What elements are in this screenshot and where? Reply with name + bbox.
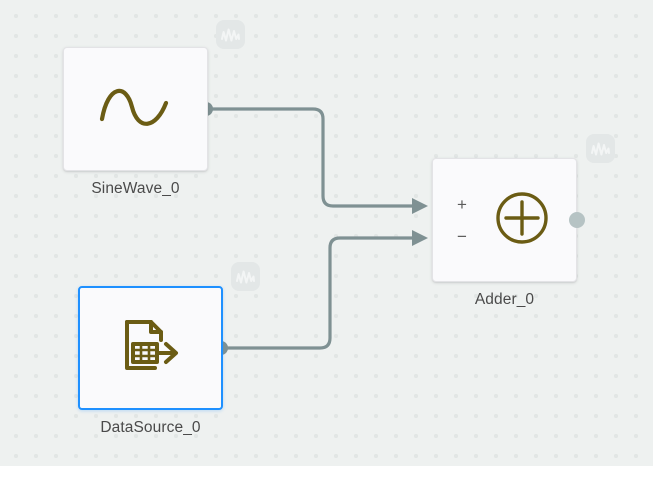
adder-body: + − — [433, 159, 576, 281]
node-label-adder-0: Adder_0 — [474, 291, 535, 308]
input-port-plus-label: + — [457, 194, 467, 214]
scope-wave-icon — [220, 26, 241, 44]
node-label-datasource-0: DataSource_0 — [100, 419, 201, 436]
wire-arrowhead — [412, 230, 428, 246]
scope-badge-sinewave[interactable] — [216, 20, 245, 49]
sine-wave-icon — [98, 77, 174, 142]
adder-output-port[interactable] — [569, 212, 585, 228]
diagram-canvas[interactable]: SineWave_0 DataSource_0 — [0, 0, 653, 466]
input-port-minus-label: − — [457, 226, 467, 246]
scope-wave-icon — [235, 268, 256, 286]
adder-input-labels: + − — [454, 159, 470, 281]
node-adder-0[interactable]: + − — [432, 158, 577, 282]
scope-badge-adder[interactable] — [586, 134, 615, 163]
data-source-icon — [121, 318, 181, 379]
wire-arrowhead — [412, 198, 428, 214]
scope-wave-icon — [590, 140, 611, 158]
node-sinewave-0[interactable] — [63, 47, 208, 171]
node-datasource-0[interactable] — [78, 286, 223, 410]
node-label-sinewave-0: SineWave_0 — [91, 180, 180, 197]
scope-badge-datasource[interactable] — [231, 262, 260, 291]
plus-circle-icon — [493, 189, 551, 252]
